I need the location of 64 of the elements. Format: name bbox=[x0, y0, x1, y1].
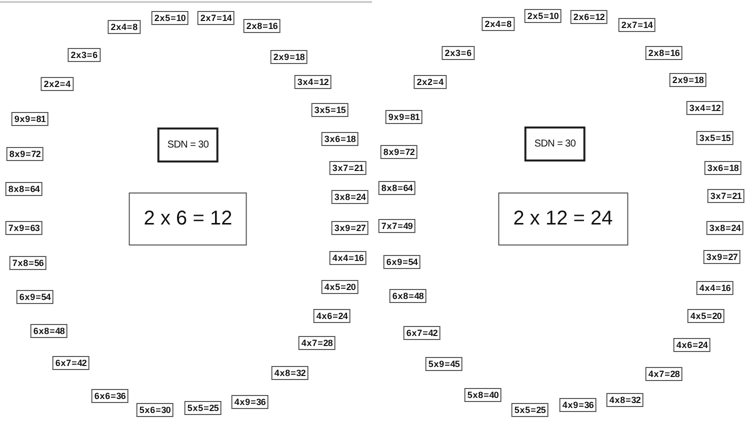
fact-card: 7 x 8 = 56 bbox=[9, 256, 47, 270]
fact-card: 2 x 3 = 6 bbox=[68, 48, 100, 62]
fact-card: 6 x 9 = 54 bbox=[16, 290, 54, 304]
fact-card: 3 x 4 = 12 bbox=[686, 101, 724, 115]
fact-card: 3 x 6 = 18 bbox=[321, 132, 359, 146]
fact-card: 3 x 5 = 15 bbox=[696, 131, 734, 145]
fact-card: 5 x 5 = 25 bbox=[511, 403, 549, 417]
fact-card: 3 x 8 = 24 bbox=[331, 190, 369, 204]
fact-card: 3 x 7 = 21 bbox=[329, 161, 367, 175]
fact-card: 2 x 4 = 8 bbox=[482, 17, 514, 31]
sum-card: SDN = 30 bbox=[524, 126, 586, 162]
fact-card: 6 x 6 = 36 bbox=[91, 389, 129, 403]
fact-card: 4 x 6 = 24 bbox=[313, 309, 351, 323]
equation-card: 2 x 6 = 12 bbox=[128, 192, 248, 246]
fact-card: 2 x 3 = 6 bbox=[442, 46, 474, 60]
fact-card: 4 x 9 = 36 bbox=[559, 398, 597, 412]
fact-card: 6 x 8 = 48 bbox=[30, 324, 68, 338]
fact-card: 9 x 9 = 81 bbox=[11, 112, 49, 126]
fact-card: 4 x 7 = 28 bbox=[298, 336, 336, 350]
fact-card: 2 x 9 = 18 bbox=[669, 73, 707, 87]
fact-card: 4 x 4 = 16 bbox=[329, 251, 367, 265]
fact-card: 4 x 9 = 36 bbox=[231, 395, 269, 409]
fact-card: 3 x 5 = 15 bbox=[311, 103, 349, 117]
fact-card: 5 x 9 = 45 bbox=[425, 357, 463, 371]
fact-card: 4 x 4 = 16 bbox=[696, 281, 734, 295]
fact-card: 3 x 6 = 18 bbox=[704, 161, 742, 175]
fact-card: 8 x 8 = 64 bbox=[378, 181, 416, 195]
fact-card: 2 x 8 = 16 bbox=[645, 46, 683, 60]
fact-card: 9 x 9 = 81 bbox=[385, 110, 423, 124]
fact-card: 3 x 8 = 24 bbox=[706, 221, 744, 235]
fact-card: 3 x 9 = 27 bbox=[703, 250, 741, 264]
sum-card: SDN = 30 bbox=[157, 128, 219, 162]
fact-card: 4 x 7 = 28 bbox=[645, 367, 683, 381]
fact-card: 4 x 6 = 24 bbox=[673, 338, 711, 352]
fact-card: 2 x 2 = 4 bbox=[40, 77, 74, 91]
fact-card: 5 x 8 = 40 bbox=[464, 388, 502, 402]
fact-card: 5 x 5 = 25 bbox=[184, 401, 222, 415]
fact-card: 7 x 7 = 49 bbox=[378, 219, 416, 233]
fact-card: 2 x 7 = 14 bbox=[618, 18, 656, 32]
fact-card: 2 x 4 = 8 bbox=[108, 20, 140, 34]
fact-card: 8 x 9 = 72 bbox=[380, 145, 418, 159]
fact-card: 6 x 9 = 54 bbox=[383, 255, 421, 269]
fact-card: 2 x 7 = 14 bbox=[197, 11, 235, 25]
fact-card: 3 x 4 = 12 bbox=[294, 75, 332, 89]
fact-card: 6 x 7 = 42 bbox=[52, 356, 90, 370]
fact-card: 2 x 8 = 16 bbox=[243, 19, 281, 33]
fact-card: 2 x 9 = 18 bbox=[270, 50, 308, 64]
fact-card: 2 x 2 = 4 bbox=[414, 75, 446, 89]
fact-card: 2 x 6 = 12 bbox=[570, 10, 608, 24]
fact-card: 8 x 9 = 72 bbox=[6, 147, 44, 161]
fact-card: 4 x 8 = 32 bbox=[606, 393, 644, 407]
fact-card: 6 x 8 = 48 bbox=[389, 289, 427, 303]
fact-card: 4 x 5 = 20 bbox=[321, 280, 359, 294]
fact-card: 7 x 9 = 63 bbox=[5, 221, 43, 235]
equation-card: 2 x 12 = 24 bbox=[498, 192, 628, 246]
fact-card: 3 x 7 = 21 bbox=[707, 189, 745, 203]
fact-card: 4 x 8 = 32 bbox=[271, 366, 309, 380]
fact-card: 4 x 5 = 20 bbox=[687, 309, 725, 323]
fact-card: 5 x 6 = 30 bbox=[136, 403, 174, 417]
fact-card: 2 x 5 = 10 bbox=[151, 11, 189, 25]
fact-card: 2 x 5 = 10 bbox=[524, 9, 562, 23]
fact-card: 8 x 8 = 64 bbox=[5, 182, 43, 196]
fact-card: 3 x 9 = 27 bbox=[331, 221, 369, 235]
fact-card: 6 x 7 = 42 bbox=[403, 326, 441, 340]
